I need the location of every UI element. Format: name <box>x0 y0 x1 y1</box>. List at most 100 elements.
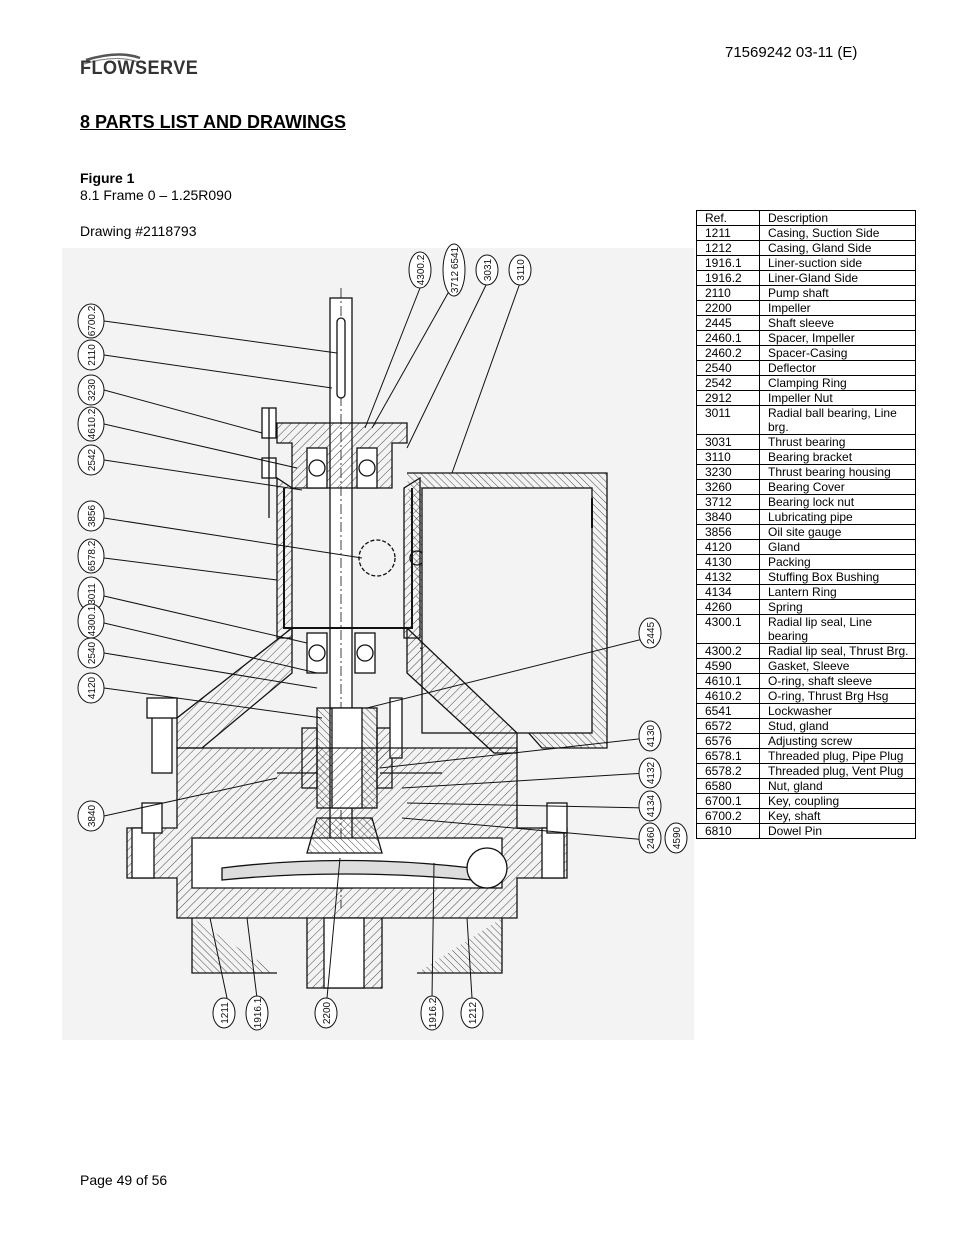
figure-subtitle: 8.1 Frame 0 – 1.25R090 <box>80 187 232 203</box>
part-description: Stud, gland <box>759 718 916 734</box>
part-ref: 4260 <box>696 599 760 615</box>
page-number: Page 49 of 56 <box>80 1172 168 1188</box>
callout-4130: 4130 <box>646 724 657 747</box>
part-ref: 6572 <box>696 718 760 734</box>
part-description: Oil site gauge <box>759 524 916 540</box>
part-ref: 4130 <box>696 554 760 570</box>
part-description: Stuffing Box Bushing <box>759 569 916 585</box>
part-ref: 6541 <box>696 703 760 719</box>
part-ref: 3230 <box>696 464 760 480</box>
part-ref: 4610.1 <box>696 673 760 689</box>
callout-3840: 3840 <box>87 804 98 827</box>
part-description: Radial lip seal, Line bearing <box>759 614 916 644</box>
part-ref: 6700.2 <box>696 808 760 824</box>
callout-1212: 1212 <box>468 1001 479 1024</box>
part-description: Casing, Gland Side <box>759 240 916 256</box>
part-ref: 2460.2 <box>696 345 760 361</box>
part-description: Lockwasher <box>759 703 916 719</box>
callout-4134: 4134 <box>646 794 657 817</box>
part-description: Spacer, Impeller <box>759 330 916 346</box>
callout-3856: 3856 <box>87 504 98 527</box>
figure-title: Figure 1 <box>80 170 135 186</box>
logo-swoosh-icon <box>83 53 141 65</box>
callout-3230: 3230 <box>87 378 98 401</box>
callout-4610-2: 4610.2 <box>87 408 98 439</box>
part-ref: 2540 <box>696 360 760 376</box>
callout-4300-2: 4300.2 <box>416 254 427 285</box>
part-description: Pump shaft <box>759 285 916 301</box>
part-description: O-ring, Thrust Brg Hsg <box>759 688 916 704</box>
part-ref: 3840 <box>696 509 760 525</box>
drawing-number: Drawing #2118793 <box>80 223 197 239</box>
part-ref: 3110 <box>696 449 760 465</box>
callout-6541: 6541 <box>450 246 461 269</box>
part-description: Packing <box>759 554 916 570</box>
part-ref: 4132 <box>696 569 760 585</box>
pump-cross-section-drawing: 6700.2 2110 3230 4610.2 2542 3856 6578.2… <box>62 243 694 1040</box>
part-description: Spring <box>759 599 916 615</box>
logo-text: FLOWSERVE <box>80 58 199 79</box>
part-ref: 1212 <box>696 240 760 256</box>
part-description: Impeller <box>759 300 916 316</box>
part-ref: 2200 <box>696 300 760 316</box>
part-ref: 1211 <box>696 225 760 241</box>
part-description: Dowel Pin <box>759 823 916 839</box>
callout-6700-2: 6700.2 <box>87 305 98 336</box>
part-ref: 4134 <box>696 584 760 600</box>
part-ref: 2912 <box>696 390 760 406</box>
part-description: Thrust bearing housing <box>759 464 916 480</box>
part-description: Spacer-Casing <box>759 345 916 361</box>
callout-2445: 2445 <box>646 621 657 644</box>
part-description: Casing, Suction Side <box>759 225 916 241</box>
part-ref: 1916.1 <box>696 255 760 271</box>
callout-2540: 2540 <box>87 641 98 664</box>
part-description: Liner-Gland Side <box>759 270 916 286</box>
part-ref: 4120 <box>696 539 760 555</box>
part-description: Bearing Cover <box>759 479 916 495</box>
part-description: Radial ball bearing, Line brg. <box>759 405 916 435</box>
part-ref: 6576 <box>696 733 760 749</box>
part-ref: 3011 <box>696 405 760 435</box>
part-description: Thrust bearing <box>759 434 916 450</box>
part-ref: 3712 <box>696 494 760 510</box>
part-description: Bearing bracket <box>759 449 916 465</box>
column-header-description: Description <box>759 210 916 226</box>
part-description: Clamping Ring <box>759 375 916 391</box>
callout-2542: 2542 <box>87 448 98 471</box>
callout-2200: 2200 <box>322 1001 333 1024</box>
callout-3011: 3011 <box>87 583 98 605</box>
callout-1916-1: 1916.1 <box>253 997 264 1028</box>
flowserve-logo: FLOWSERVE <box>78 52 198 86</box>
part-description: Deflector <box>759 360 916 376</box>
callout-1916-2: 1916.2 <box>428 997 439 1028</box>
callout-6578-2: 6578.2 <box>87 540 98 571</box>
